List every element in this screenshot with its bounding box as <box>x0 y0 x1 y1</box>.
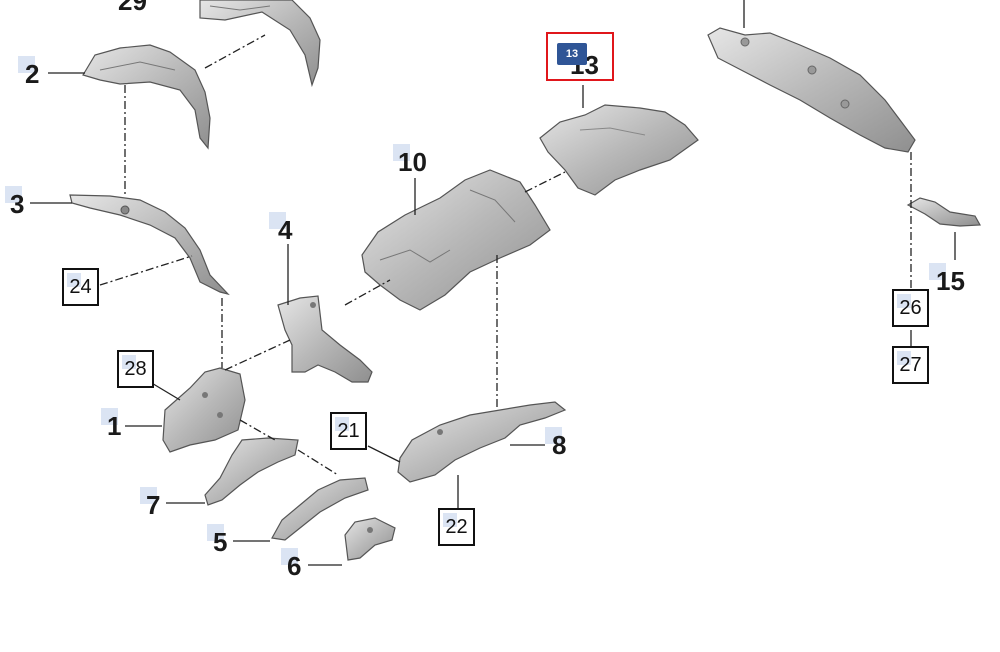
boxed-label-24-text: 24 <box>69 275 92 298</box>
part-label-8[interactable]: 8 <box>552 430 567 460</box>
label-tag-2 <box>18 56 35 73</box>
part-10-heat-shield[interactable] <box>361 169 551 311</box>
label-tag-6 <box>281 548 298 565</box>
part-15-bracket[interactable] <box>906 197 981 227</box>
label-tag-7 <box>140 487 157 504</box>
label-tag-26 <box>897 294 911 308</box>
part-29-shield[interactable] <box>199 0 321 88</box>
boxed-label-26-text: 26 <box>899 296 922 319</box>
label-tag-28 <box>122 355 136 369</box>
label-tag-24 <box>67 273 81 287</box>
label-tag-27 <box>897 351 911 365</box>
label-tag-15 <box>929 263 946 280</box>
part-label-3[interactable]: 3 <box>10 189 25 219</box>
part-label-15[interactable]: 15 <box>936 266 965 296</box>
boxed-label-24[interactable]: 24 <box>62 268 99 306</box>
part-label-29[interactable]: 29 <box>118 0 147 16</box>
part-1-shield[interactable] <box>162 367 246 453</box>
label-tag-1 <box>101 408 118 425</box>
label-tag-3 <box>5 186 22 203</box>
boxed-label-27[interactable]: 27 <box>892 346 929 384</box>
part-2-shield[interactable] <box>82 44 211 150</box>
selected-part-highlight[interactable] <box>546 32 614 81</box>
part-6-bracket[interactable] <box>344 517 396 561</box>
boxed-label-21[interactable]: 21 <box>330 412 367 450</box>
part-label-2[interactable]: 2 <box>25 59 40 89</box>
boxed-label-21-text: 21 <box>337 419 360 442</box>
part-13-heat-shield[interactable] <box>539 104 699 196</box>
part-5-shield[interactable] <box>271 477 369 541</box>
boxed-label-22-text: 22 <box>445 515 468 538</box>
boxed-label-22[interactable]: 22 <box>438 508 475 546</box>
part-3-shield[interactable] <box>69 194 230 296</box>
label-tag-22 <box>443 513 457 527</box>
part-label-4[interactable]: 4 <box>278 215 293 245</box>
part-label-7[interactable]: 7 <box>146 490 161 520</box>
part-label-6[interactable]: 6 <box>287 551 302 581</box>
label-tag-4 <box>269 212 286 229</box>
part-8-shield[interactable] <box>397 401 567 483</box>
part-label-1[interactable]: 1 <box>107 411 122 441</box>
part-label-10[interactable]: 10 <box>398 147 427 177</box>
boxed-label-27-text: 27 <box>899 353 922 376</box>
boxed-label-28-text: 28 <box>124 357 147 380</box>
selected-part-badge[interactable]: 13 <box>557 43 587 65</box>
part-label-5[interactable]: 5 <box>213 527 228 557</box>
part-7-shield[interactable] <box>204 437 299 506</box>
boxed-label-26[interactable]: 26 <box>892 289 929 327</box>
label-tag-10 <box>393 144 410 161</box>
leader-lines <box>30 0 956 566</box>
part-top-right-shield[interactable] <box>707 27 916 153</box>
boxed-label-28[interactable]: 28 <box>117 350 154 388</box>
label-tag-21 <box>335 417 349 431</box>
label-tag-8 <box>545 427 562 444</box>
label-tag-5 <box>207 524 224 541</box>
part-4-bracket[interactable] <box>277 295 373 383</box>
